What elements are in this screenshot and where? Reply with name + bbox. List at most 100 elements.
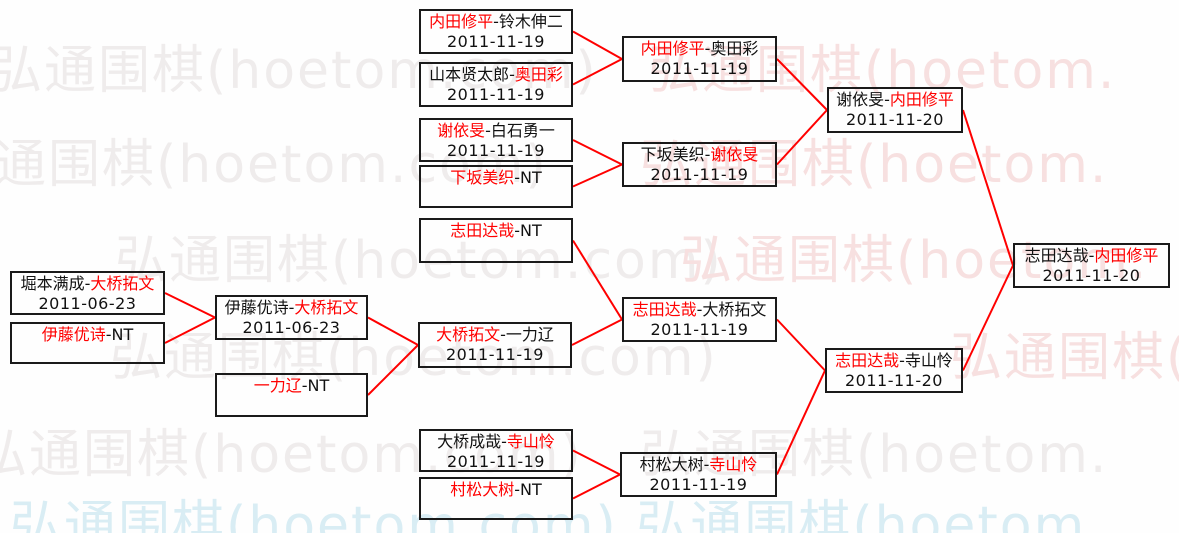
match-date: 2011-11-19 xyxy=(447,452,545,471)
player-name: 村松大树- xyxy=(639,455,710,474)
player-name: -NT xyxy=(105,325,134,344)
bracket-connector-line xyxy=(776,318,826,372)
match-players: 伊藤优诗-NT xyxy=(12,325,163,345)
match-box-n8: 村松大树-NT xyxy=(419,477,573,520)
player-name: 伊藤优诗- xyxy=(224,298,295,317)
match-date: 2011-11-19 xyxy=(447,32,545,51)
match-players: 一力辽-NT xyxy=(217,376,366,396)
winner-name: 村松大树 xyxy=(450,480,515,499)
match-box-n5: 志田达哉-NT xyxy=(419,218,573,263)
winner-name: 大桥拓文 xyxy=(436,325,501,344)
player-name: -一力辽 xyxy=(500,325,554,344)
player-name: -NT xyxy=(301,376,330,395)
match-date: 2011-06-23 xyxy=(38,294,137,313)
winner-name: 志田达哉 xyxy=(835,351,900,370)
match-players: 下坂美织-NT xyxy=(421,168,571,188)
winner-name: 谢依旻 xyxy=(437,121,486,140)
match-players: 志田达哉-大桥拓文 xyxy=(624,300,775,320)
winner-name: 内田修平 xyxy=(429,12,494,31)
match-date: 2011-11-19 xyxy=(447,85,545,104)
winner-name: 内田修平 xyxy=(640,39,705,58)
bracket-connector-line xyxy=(572,163,623,188)
bracket-connector-line xyxy=(572,58,623,86)
player-name: 堀本满成- xyxy=(20,274,91,293)
match-players: 志田达哉-寺山怜 xyxy=(827,351,961,371)
bracket-connector-line xyxy=(572,473,621,500)
player-name: -寺山怜 xyxy=(899,351,953,370)
match-players: 村松大树-寺山怜 xyxy=(622,455,775,475)
match-players: 谢依旻-内田修平 xyxy=(829,90,961,110)
match-players: 山本贤太郎-奥田彩 xyxy=(421,65,571,85)
player-name: 大桥成哉- xyxy=(437,432,507,451)
player-name: -大桥拓文 xyxy=(696,300,767,319)
match-players: 下坂美织-谢依旻 xyxy=(624,145,775,165)
match-date: 2011-11-20 xyxy=(845,371,943,390)
winner-name: 志田达哉 xyxy=(450,221,515,240)
player-name: -铃木伸二 xyxy=(493,12,563,31)
bracket-connector-line xyxy=(776,109,828,166)
match-box-n4: 下坂美织-NT xyxy=(419,165,573,208)
match-date: 2011-11-20 xyxy=(1042,266,1141,285)
match-players: 村松大树-NT xyxy=(421,480,571,500)
match-box-p4: 一力辽-NT xyxy=(215,373,368,417)
match-players: 志田达哉-NT xyxy=(421,221,571,241)
player-name: 山本贤太郎- xyxy=(429,65,515,84)
winner-name: 寺山怜 xyxy=(506,432,555,451)
match-players: 堀本满成-大桥拓文 xyxy=(12,274,163,294)
player-name: -白石勇一 xyxy=(485,121,555,140)
bracket-connector-line xyxy=(164,316,216,344)
match-date: 2011-11-19 xyxy=(447,141,545,160)
bracket-connector-line xyxy=(367,344,419,396)
bracket-connector-line xyxy=(572,239,623,321)
match-players: 大桥拓文-一力辽 xyxy=(420,325,570,345)
match-players: 谢依旻-白石勇一 xyxy=(421,121,571,141)
bracket-connector-line xyxy=(572,449,621,476)
match-date: 2011-06-23 xyxy=(242,318,341,337)
bracket-connector-line xyxy=(776,58,828,111)
player-name: 谢依旻- xyxy=(836,90,890,109)
bracket-connector-line xyxy=(962,265,1014,371)
match-players: 内田修平-铃木伸二 xyxy=(421,12,571,32)
match-date: 2011-11-19 xyxy=(650,320,749,339)
winner-name: 内田修平 xyxy=(1094,246,1159,265)
bracket-connector-line xyxy=(962,109,1014,266)
match-date: 2011-11-19 xyxy=(650,59,749,78)
winner-name: 奥田彩 xyxy=(514,65,563,84)
winner-name: 志田达哉 xyxy=(632,300,697,319)
match-date: 2011-11-20 xyxy=(846,110,944,129)
bracket-connector-line xyxy=(572,139,623,166)
winner-name: 大桥拓文 xyxy=(294,298,359,317)
winner-name: 谢依旻 xyxy=(710,145,759,164)
winner-name: 大桥拓文 xyxy=(90,274,155,293)
winner-name: 内田修平 xyxy=(889,90,954,109)
match-date: 2011-11-19 xyxy=(649,475,748,494)
bracket-connector-line xyxy=(367,316,419,346)
match-players: 大桥成哉-寺山怜 xyxy=(421,432,571,452)
match-players: 内田修平-奥田彩 xyxy=(624,39,775,59)
winner-name: 一力辽 xyxy=(253,376,302,395)
match-date: 2011-11-19 xyxy=(446,345,544,364)
player-name: -奥田彩 xyxy=(704,39,759,58)
winner-name: 下坂美织 xyxy=(450,168,515,187)
match-players: 志田达哉-内田修平 xyxy=(1015,246,1168,266)
winner-name: 寺山怜 xyxy=(709,455,758,474)
match-date: 2011-11-19 xyxy=(650,165,749,184)
player-name: 下坂美织- xyxy=(640,145,711,164)
